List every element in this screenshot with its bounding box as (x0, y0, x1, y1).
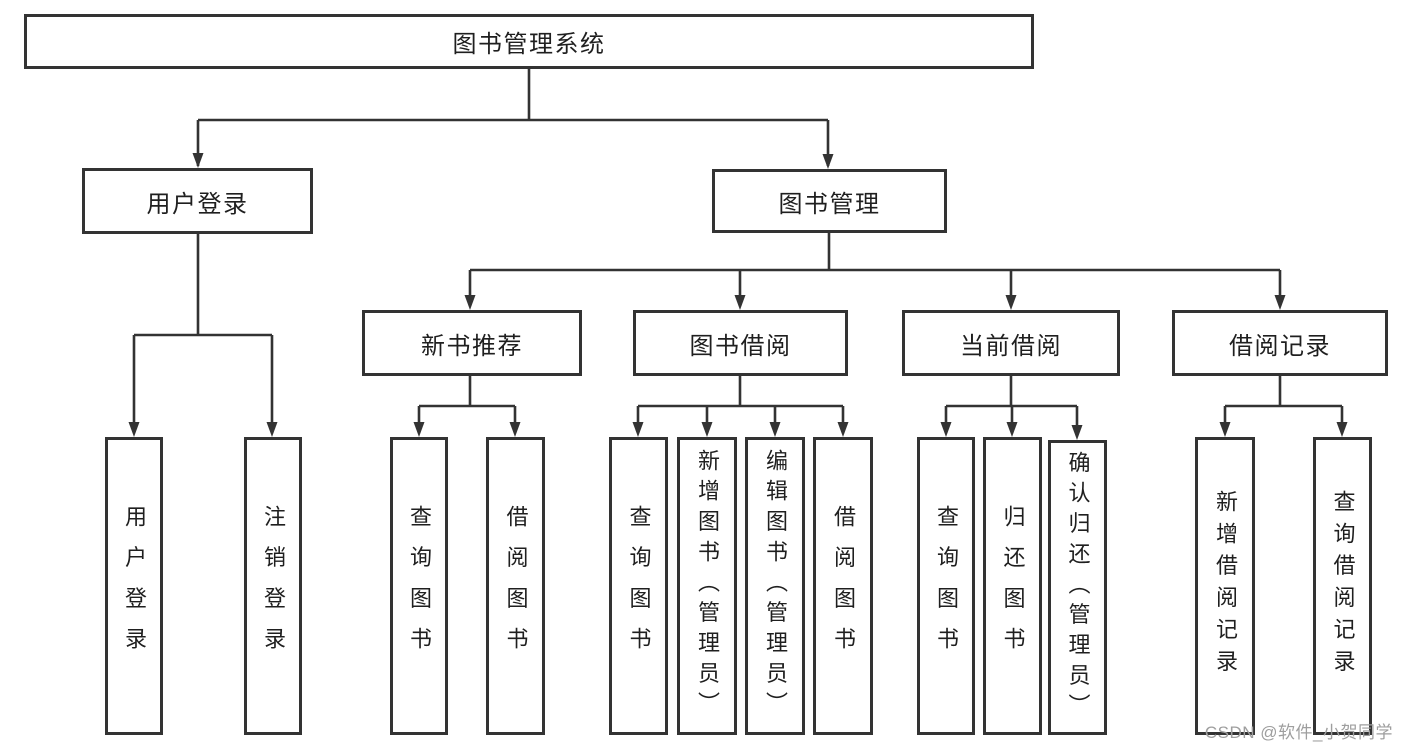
leaf-label: 查询借阅记录 (1330, 490, 1356, 682)
leaf-label: 借阅图书 (503, 504, 529, 668)
leaf-label: 借阅图书 (831, 504, 856, 668)
node-book-management: 图书管理 (712, 169, 947, 233)
leaf-label: 编辑图书（管理员） (763, 449, 788, 723)
node-label: 借阅记录 (1229, 332, 1331, 360)
leaf-return-books: 归还图书 (983, 437, 1042, 735)
leaf-query-books-borrow: 查询图书 (609, 437, 668, 735)
leaf-label: 确认归还（管理员） (1065, 450, 1091, 725)
leaf-query-borrow-record: 查询借阅记录 (1313, 437, 1372, 735)
leaf-label: 用户登录 (122, 504, 147, 668)
node-user-login: 用户登录 (82, 168, 313, 234)
node-book-borrow: 图书借阅 (633, 310, 848, 376)
csdn-watermark: CSDN @软件_小贺同学 (1204, 723, 1393, 742)
arrowheads (128, 153, 1348, 440)
node-new-book-recommend: 新书推荐 (362, 310, 582, 376)
leaf-confirm-return-admin: 确认归还（管理员） (1048, 440, 1107, 735)
node-current-borrow: 当前借阅 (902, 310, 1120, 376)
node-library-management-system: 图书管理系统 (24, 14, 1034, 69)
leaf-query-books-newrec: 查询图书 (390, 437, 448, 735)
leaf-logout-login: 注销登录 (244, 437, 302, 735)
node-label: 用户登录 (146, 190, 249, 218)
node-label: 图书管理系统 (452, 31, 606, 58)
node-label: 图书借阅 (689, 332, 792, 360)
node-label: 新书推荐 (421, 332, 523, 360)
leaf-borrow-books-borrow: 借阅图书 (813, 437, 873, 735)
leaf-add-book-admin: 新增图书（管理员） (677, 437, 737, 735)
leaf-user-login: 用户登录 (105, 437, 163, 735)
node-borrow-records: 借阅记录 (1172, 310, 1388, 376)
leaf-query-books-current: 查询图书 (917, 437, 975, 735)
node-label: 图书管理 (778, 190, 881, 218)
leaf-label: 注销登录 (261, 504, 286, 668)
leaf-label: 查询图书 (407, 504, 432, 668)
leaf-label: 归还图书 (1000, 504, 1026, 668)
leaf-borrow-books-newrec: 借阅图书 (486, 437, 545, 735)
leaf-label: 新增借阅记录 (1213, 490, 1238, 682)
leaf-edit-book-admin: 编辑图书（管理员） (745, 437, 805, 735)
leaf-label: 查询图书 (934, 504, 959, 668)
leaf-label: 新增图书（管理员） (695, 449, 720, 723)
node-label: 当前借阅 (960, 332, 1062, 360)
leaf-add-borrow-record: 新增借阅记录 (1195, 437, 1255, 735)
leaf-label: 查询图书 (626, 504, 652, 668)
